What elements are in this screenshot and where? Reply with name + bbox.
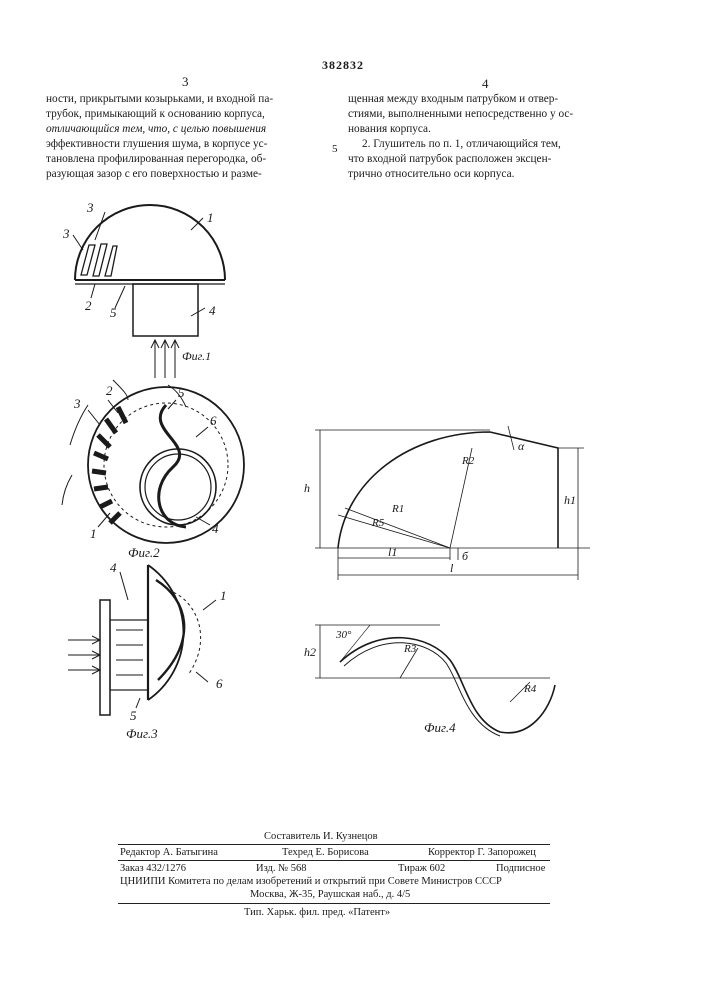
column-number-left: 3: [182, 74, 189, 90]
figure-3-caption: Фиг.3: [126, 726, 158, 741]
circulation-line: Тираж 602: [398, 862, 445, 875]
corrector-line: Корректор Г. Запорожец: [428, 846, 536, 859]
text-line: ности, прикрытыми козырьками, и входной …: [46, 92, 328, 107]
partition-section: [156, 580, 184, 680]
label-b: б: [462, 549, 469, 563]
text-line: что входной патрубок расположен эксцен-: [348, 152, 646, 167]
flange: [100, 600, 110, 715]
label-alpha: α: [518, 439, 525, 453]
label-5: 5: [110, 305, 117, 320]
patent-number: 382832: [322, 58, 364, 73]
louver-slot: [93, 244, 107, 276]
label-3: 3: [62, 226, 70, 241]
footer-divider: [118, 860, 550, 861]
profile-s-outer: [340, 638, 555, 733]
line-number-marker: 5: [332, 143, 338, 155]
techred-line: Техред Е. Борисова: [282, 846, 369, 859]
figure-2-caption: Фиг.2: [128, 545, 160, 560]
claims-text-right: щенная между входным патрубком и отвер- …: [348, 92, 646, 182]
label-2: 2: [85, 298, 92, 313]
label-2: 2: [106, 383, 113, 398]
figure-2: 2 3 5 6 1 4 Фиг.2: [48, 375, 248, 565]
figure-1: 3 3 1 2 5 4 Фиг.1: [55, 190, 255, 390]
label-r3: R3: [403, 643, 417, 655]
label-1: 1: [90, 526, 97, 541]
label-1: 1: [220, 588, 227, 603]
label-r2: R2: [461, 455, 475, 467]
text-line: трично относительно оси корпуса.: [348, 167, 646, 182]
louver-slot: [105, 246, 117, 276]
footer-divider: [118, 844, 550, 845]
text-line: отличающийся тем, что, с целью повышения: [46, 122, 328, 137]
label-3: 3: [86, 200, 94, 215]
label-6: 6: [216, 676, 223, 691]
edition-line: Изд. № 568: [256, 862, 307, 875]
label-h2: h2: [304, 645, 316, 659]
dome-outline: [75, 205, 225, 280]
label-l: l: [450, 561, 454, 575]
text-line: стиями, выполненными непосредственно у о…: [348, 107, 646, 122]
label-1: 1: [207, 210, 214, 225]
label-r1: R1: [391, 503, 404, 515]
compiler-line: Составитель И. Кузнецов: [264, 830, 378, 843]
text-line: разующая зазор с его поверхностью и разм…: [46, 167, 328, 182]
profile-upper: [338, 432, 558, 548]
label-h: h: [304, 481, 310, 495]
label-30deg: 30°: [335, 629, 352, 641]
claims-text-left: ности, прикрытыми козырьками, и входной …: [46, 92, 328, 182]
printing-line: Тип. Харьк. фил. пред. «Патент»: [244, 906, 390, 919]
text-line: 2. Глушитель по п. 1, отличающийся тем,: [348, 137, 646, 152]
text-line: щенная между входным патрубком и отвер-: [348, 92, 646, 107]
dome-section: [148, 565, 183, 700]
editor-line: Редактор А. Батыгина: [120, 846, 218, 859]
label-5: 5: [178, 385, 185, 400]
text-line: тановлена профилированная перегородка, о…: [46, 152, 328, 167]
figure-4: h R2 α R1 R5 h1 l1 б l 30° h2 R3 R4 Фиг.…: [300, 420, 600, 740]
publisher-line-2: Москва, Ж-35, Раушская наб., д. 4/5: [250, 888, 410, 901]
figure-4-caption: Фиг.4: [424, 720, 456, 735]
order-line: Заказ 432/1276: [120, 862, 186, 875]
label-5: 5: [130, 708, 137, 723]
figure-3: 4 1 6 5 Фиг.3: [48, 560, 248, 750]
column-number-right: 4: [482, 76, 489, 92]
text-line: эффективности глушения шума, в корпусе у…: [46, 137, 328, 152]
label-4: 4: [110, 560, 117, 575]
label-3: 3: [73, 396, 81, 411]
label-4: 4: [212, 521, 219, 536]
label-4: 4: [209, 303, 216, 318]
label-r4: R4: [523, 683, 537, 695]
figure-1-caption: Фиг.1: [182, 349, 211, 363]
label-r5: R5: [371, 517, 385, 529]
label-l1: l1: [388, 545, 397, 559]
inlet-pipe: [133, 284, 198, 336]
text-line: трубок, примыкающий к основанию корпуса,: [46, 107, 328, 122]
inlet-inner-circle: [145, 454, 211, 520]
text-line: нования корпуса.: [348, 122, 646, 137]
label-6: 6: [210, 413, 217, 428]
label-h1: h1: [564, 493, 576, 507]
radial-slots: [92, 407, 126, 523]
subscription-line: Подписное: [496, 862, 545, 875]
partition-curve: [159, 405, 186, 527]
footer-divider: [118, 903, 550, 904]
publisher-line-1: ЦНИИПИ Комитета по делам изобретений и о…: [120, 875, 502, 888]
